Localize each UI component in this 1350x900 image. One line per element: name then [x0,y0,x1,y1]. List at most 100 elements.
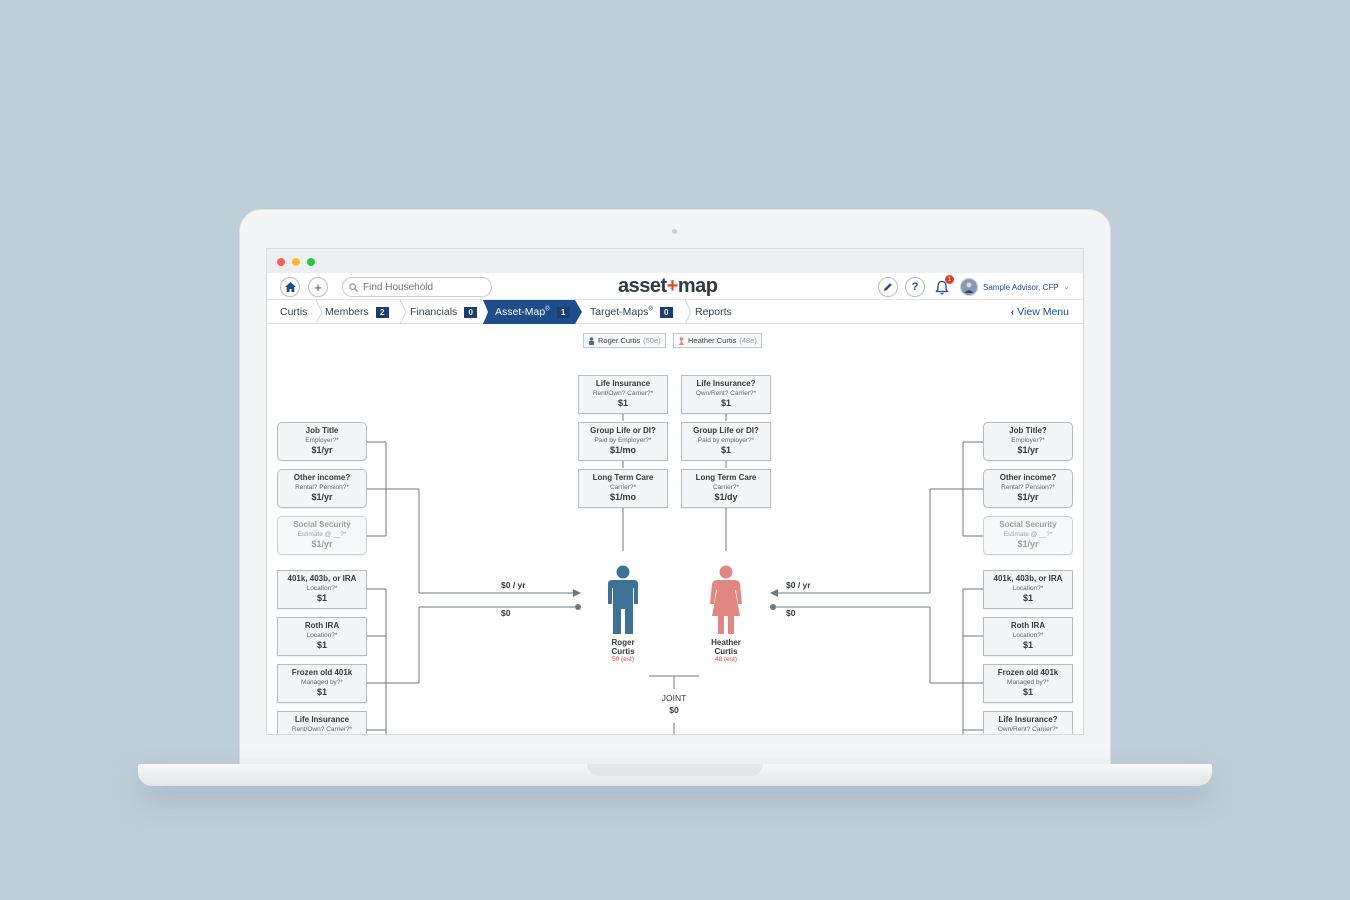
male-person-icon[interactable] [606,564,640,634]
nav-active-background [483,300,582,324]
heather-other-income-box[interactable]: Other income?Rental? Pension?*$1/yr [983,469,1073,508]
box-value: $1/yr [311,539,333,549]
nav-household-label: Curtis [280,306,308,318]
nav-reports[interactable]: Reports [695,300,732,324]
member-name: Roger Curtis [598,336,641,345]
box-title: Job Title? [1009,426,1047,435]
nav-separator [316,300,322,324]
first-name: Heather [711,638,741,647]
box-subtitle: Location?* [1012,632,1044,639]
nav-members-label: Members [325,306,369,318]
box-value: $1/yr [311,445,333,455]
box-value: $1/yr [1017,539,1039,549]
close-window-button[interactable] [277,258,285,266]
box-value: $1/yr [1017,445,1039,455]
plus-icon: + [314,279,322,295]
box-title: Roth IRA [1010,621,1046,630]
heather-group-life-box[interactable]: Group Life or DI?Paid by employer?*$1 [681,422,771,461]
notification-badge: 1 [945,275,954,284]
notifications-button[interactable] [932,277,952,297]
asset-map-connectors [366,414,983,734]
nav-reports-label: Reports [695,306,732,318]
box-title: Frozen old 401k [291,668,353,677]
user-name: Sample Advisor, CFP [983,282,1059,292]
box-subtitle: Location?* [1012,585,1044,592]
user-avatar-icon [964,282,974,293]
nav-target-maps-label: Target-Maps® [590,306,653,318]
roger-other-income-box[interactable]: Other income?Rental? Pension?*$1/yr [277,469,367,508]
heather-life-insurance-box[interactable]: Life Insurance?Own/Rent? Carrier?*$1 [681,375,771,414]
box-value: $1 [720,445,731,455]
home-button[interactable] [280,277,300,297]
nav-target-maps[interactable]: Target-Maps® 0 [590,300,673,324]
nav-separator [685,300,691,324]
box-title: 401k, 403b, or IRA [287,574,357,583]
box-subtitle: Employer?* [1011,437,1045,444]
nav-household[interactable]: Curtis [280,300,307,324]
box-value: $1 [316,640,327,650]
target-maps-label-text: Target-Maps [590,306,649,318]
view-menu-link[interactable]: ‹View Menu [1011,300,1069,324]
nav-members[interactable]: Members 2 [325,300,389,324]
box-title: Group Life or DI? [590,426,656,435]
roger-group-life-box[interactable]: Group Life or DI?Paid by Employer?*$1/mo [578,422,668,461]
box-value: $1 [720,398,731,408]
member-chip-roger[interactable]: Roger Curtis(50e) [583,333,666,348]
heather-job-title-box[interactable]: Job Title? Employer?*$1/yr [983,422,1073,461]
bell-icon [935,280,949,294]
user-menu[interactable]: Sample Advisor, CFP ⌄ [960,277,1069,297]
laptop-notch [587,764,763,776]
box-title: Long Term Care [592,473,654,482]
joint-label: JOINT [661,693,687,703]
box-subtitle: Location?* [306,585,338,592]
member-name: Heather Curtis [688,336,737,345]
box-title: Roth IRA [304,621,340,630]
members-count-badge: 2 [375,306,389,318]
female-person-icon[interactable] [709,564,743,634]
app-screen: + asset+map ? 1 Sample Advisor, CFP ⌄ Cu… [266,248,1084,735]
help-button[interactable]: ? [905,277,925,297]
box-title: Long Term Care [695,473,757,482]
view-menu-label: View Menu [1017,306,1069,318]
camera-dot [672,229,677,234]
box-value: $1/yr [1017,492,1039,502]
heather-age: 48 (est) [714,656,738,663]
add-button[interactable]: + [308,277,328,297]
member-age: (48e) [739,336,757,345]
nav-asset-map[interactable]: Asset-Map®1 [495,300,570,324]
box-subtitle: Estimate @ __?* [297,531,347,538]
minimize-window-button[interactable] [292,258,300,266]
edit-button[interactable] [878,277,898,297]
maximize-window-button[interactable] [307,258,315,266]
heather-asset-life-insurance-box[interactable]: Life Insurance?Own/Rent? Carrier?* [983,711,1073,734]
target-maps-count-badge: 0 [659,306,673,318]
avatar [960,278,978,296]
search-input[interactable] [363,281,483,293]
right-assets-total: $0 [786,608,796,618]
financials-count-badge: 0 [464,306,478,318]
box-title: Group Life or DI? [693,426,759,435]
find-household-search[interactable] [342,277,492,297]
asset-map-logo: asset+map [618,275,718,298]
joint-summary[interactable]: JOINT $0 [649,692,699,716]
nav-separator [400,300,406,324]
member-chip-heather[interactable]: Heather Curtis(48e) [673,333,762,348]
box-title: Life Insurance [294,715,350,724]
home-icon [284,282,296,292]
